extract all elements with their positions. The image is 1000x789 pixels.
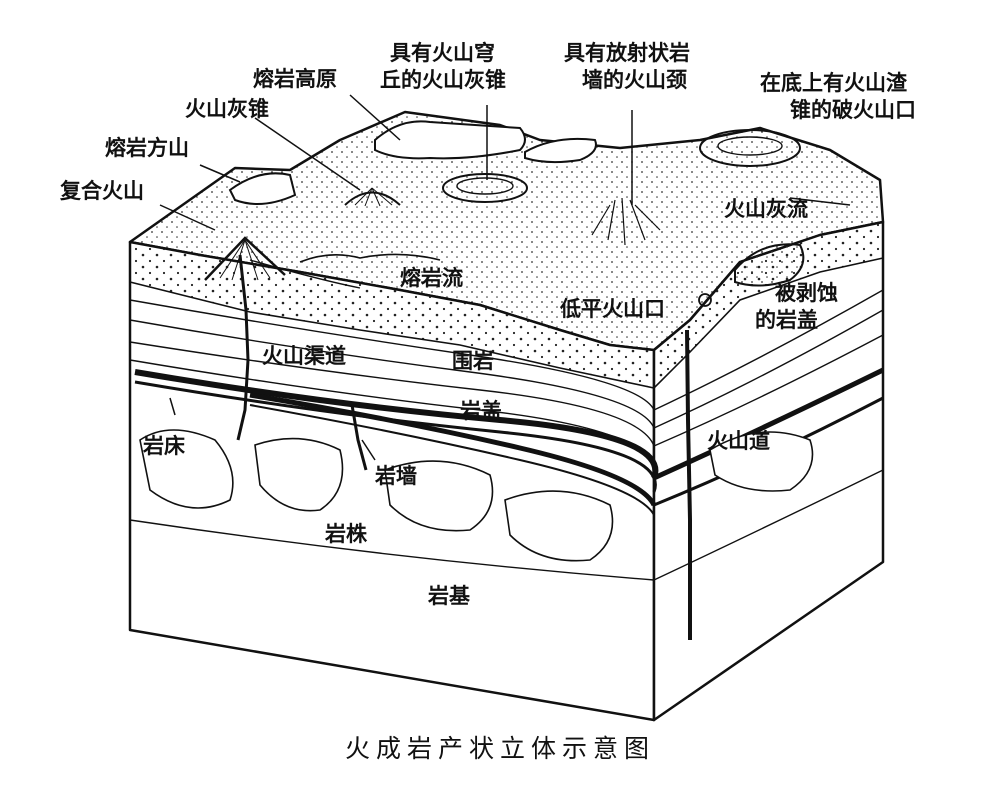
label-breached-crater: 在底上有火山渣 锥的破火山口: [760, 70, 916, 124]
eroded-laccolith: [734, 243, 805, 287]
lava-plateau: [374, 120, 526, 160]
label-lava-plateau: 熔岩高原: [253, 67, 337, 91]
breached-crater: [699, 129, 801, 167]
label-eroded-laccolith-line1: 被剥蚀: [775, 281, 838, 305]
label-volcanic-conduit: 火山渠道: [262, 344, 346, 368]
figure-caption: 火成岩产状立体示意图: [344, 734, 655, 763]
label-radial-dike-neck: 具有放射状岩 墙的火山颈: [564, 40, 690, 94]
lava-mesa: [228, 172, 297, 205]
dike: [350, 404, 368, 471]
cinder-cone: [344, 191, 401, 206]
dark-bands: [134, 369, 659, 516]
maar: [698, 293, 712, 307]
volcanic-pipe: [685, 329, 692, 640]
label-maar: 低平火山口: [560, 297, 665, 321]
radial-dikes: [591, 197, 661, 246]
label-breached-crater-line2: 锥的破火山口: [790, 98, 916, 122]
label-sill: 岩床: [143, 434, 185, 458]
right-dotted-layer: [653, 221, 884, 390]
composite-volcano: [204, 236, 286, 281]
label-eroded-laccolith: 被剥蚀 的岩盖: [755, 280, 838, 334]
label-stock: 岩株: [325, 522, 367, 546]
lava-flow: [299, 253, 441, 263]
label-batholith: 岩基: [428, 584, 470, 608]
volcanic-conduit: [236, 254, 250, 441]
domed-cone: [442, 173, 528, 203]
plateau-right: [524, 137, 597, 164]
label-radial-dike-neck-line1: 具有放射状岩: [564, 41, 690, 65]
label-country-rock: 围岩: [452, 349, 494, 373]
label-dike: 岩墙: [375, 464, 417, 488]
label-radial-dike-neck-line2: 墙的火山颈: [582, 68, 687, 92]
intrusions: [139, 429, 814, 562]
label-lava-mesa: 熔岩方山: [105, 136, 189, 160]
label-eroded-laccolith-line2: 的岩盖: [755, 308, 818, 332]
label-domed-cinder-cone-line1: 具有火山穹: [390, 41, 495, 65]
label-volcanic-pipe: 火山道: [707, 429, 770, 453]
label-ash-flow: 火山灰流: [724, 197, 808, 221]
label-cinder-cone: 火山灰锥: [185, 97, 269, 121]
label-lava-flow: 熔岩流: [400, 266, 463, 290]
label-laccolith: 岩盖: [460, 399, 502, 423]
label-domed-cinder-cone: 具有火山穹 丘的火山灰锥: [380, 40, 506, 94]
label-domed-cinder-cone-line2: 丘的火山灰锥: [380, 68, 506, 92]
label-breached-crater-line1: 在底上有火山渣: [760, 71, 907, 95]
leader-lines: [159, 94, 851, 461]
label-composite-volcano: 复合火山: [60, 179, 144, 203]
